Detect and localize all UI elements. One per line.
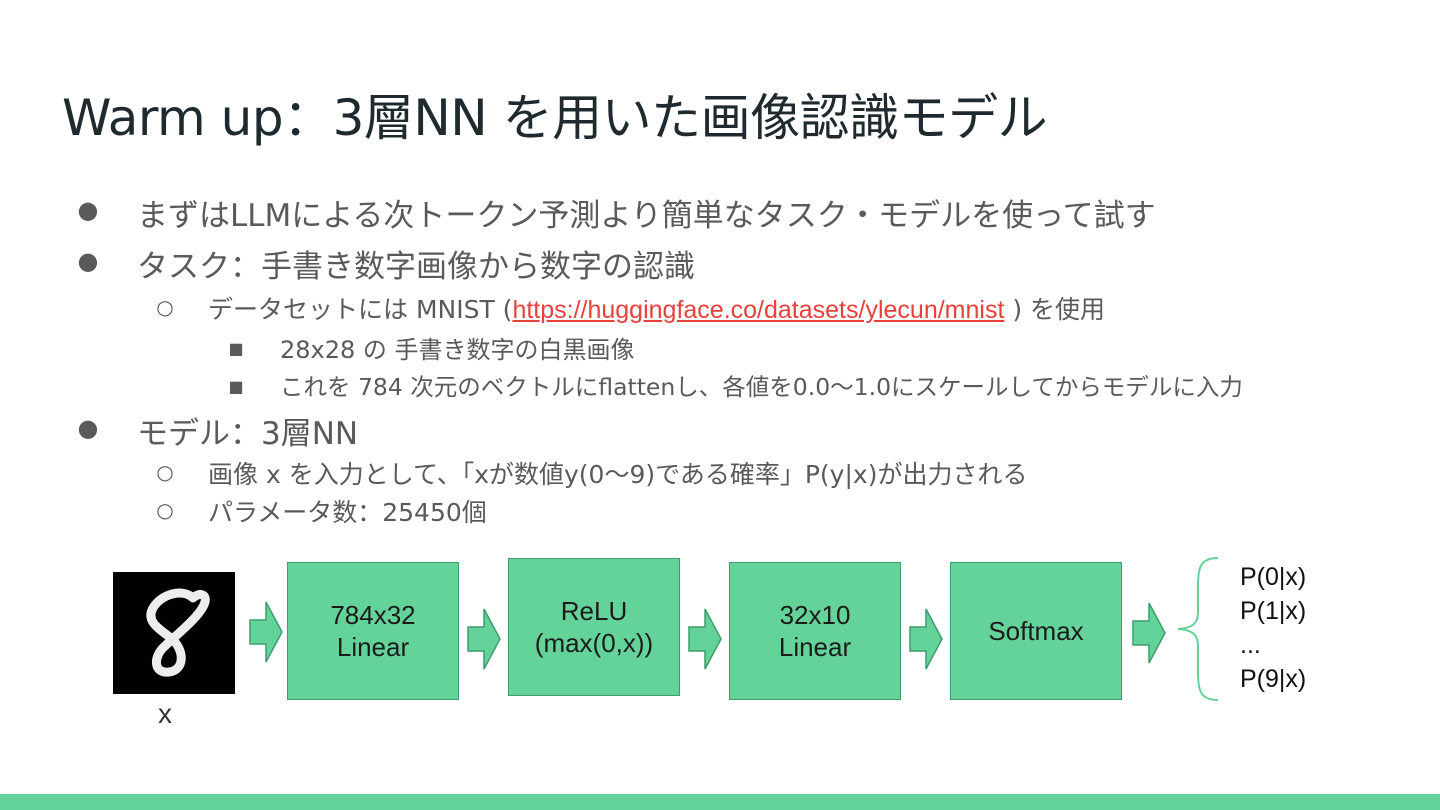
bullet-intro: まずはLLMによる次トークン予測より簡単なタスク・モデルを使って試す [137,198,1156,234]
bullet-square: ■ [228,377,244,396]
dataset-prefix: データセットには MNIST ( [208,295,513,324]
footer-accent-bar [0,794,1440,810]
arrow-right-icon [467,608,501,670]
mnist-digit-image [113,572,235,694]
arrow-right-icon [909,608,943,670]
bullet-square: ■ [228,339,244,358]
bullet-circle: ○ [156,460,174,484]
relu-box: ReLU (max(0,x)) [508,558,680,696]
bullet-circle: ○ [156,295,174,319]
slide-title: Warm up：3層NN を用いた画像認識モデル [62,89,1048,147]
dataset-suffix: ) を使用 [1004,295,1106,324]
curly-brace-icon [1177,557,1219,701]
bullet-dot: ● [77,414,99,442]
input-x-label: x [158,698,172,729]
relu-name: ReLU [560,595,628,626]
output-probabilities: P(0|x) P(1|x) ... P(9|x) [1240,560,1306,696]
linear-layer-2-box: 32x10 Linear [729,562,901,700]
layer-1-type: Linear [336,632,410,662]
output-ellipsis: ... [1240,631,1261,659]
layer-1-shape: 784x32 [330,599,416,630]
layer-2-type: Linear [778,632,852,662]
bullet-image-desc: 28x28 の 手書き数字の白黒画像 [280,336,635,364]
arrow-right-icon [688,608,722,670]
arrow-right-icon [1132,602,1166,664]
bullet-circle: ○ [156,498,174,522]
layer-2-shape: 32x10 [779,599,851,630]
output-p0: P(0|x) [1240,563,1307,591]
mnist-link[interactable]: https://huggingface.co/datasets/ylecun/m… [512,296,1005,324]
bullet-param-count: パラメータ数：25450個 [208,498,487,527]
bullet-dot: ● [77,196,99,224]
bullet-task: タスク：手書き数字画像から数字の認識 [137,249,695,285]
output-p9: P(9|x) [1240,665,1307,693]
output-p1: P(1|x) [1240,597,1307,625]
arrow-right-icon [249,601,283,663]
softmax-box: Softmax [950,562,1122,700]
bullet-model: モデル：3層NN [137,416,359,452]
bullet-flatten-desc: これを 784 次元のベクトルにflattenし、各値を0.0〜1.0にスケール… [280,373,1243,401]
bullet-dot: ● [77,247,99,275]
relu-formula: (max(0,x)) [534,628,654,658]
bullet-model-output: 画像 x を入力として、「xが数値y(0〜9)である確率」P(y|x)が出力され… [208,460,1028,489]
softmax-label: Softmax [988,615,1084,646]
bullet-dataset: データセットには MNIST (https://huggingface.co/d… [208,290,1105,326]
linear-layer-1-box: 784x32 Linear [287,562,459,700]
